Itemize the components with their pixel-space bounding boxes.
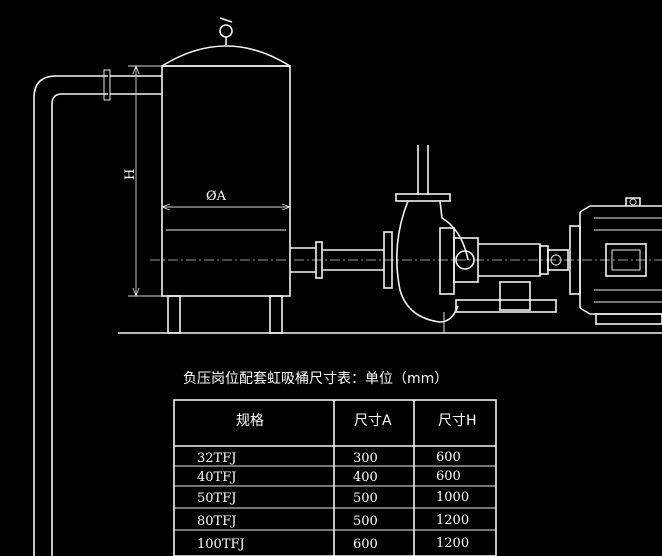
table-row-3-spec: 50TFJ	[197, 491, 236, 506]
tank-leg-right	[269, 295, 283, 334]
table-row-2-h: 600	[436, 469, 461, 484]
table-row-1-spec: 32TFJ	[197, 451, 236, 466]
lifting-lug	[219, 24, 233, 38]
table-title: 负压岗位配套虹吸桶尺寸表：单位（mm）	[183, 371, 448, 387]
table-header-size-h: 尺寸H	[438, 413, 477, 429]
table-row-1-h: 600	[436, 450, 461, 465]
table-row-2-spec: 40TFJ	[197, 470, 236, 485]
table-row-3-h: 1000	[436, 490, 469, 505]
table-row-4-spec: 80TFJ	[197, 514, 236, 529]
table-row-4-a: 500	[353, 514, 378, 529]
tank-leg-left	[167, 295, 181, 334]
suction-pipe	[33, 69, 162, 556]
dimension-h	[128, 64, 162, 298]
size-table	[173, 399, 497, 556]
table-row-3-a: 500	[353, 491, 378, 506]
table-row-2-a: 400	[353, 470, 378, 485]
table-row-5-h: 1200	[436, 536, 469, 551]
table-row-1-a: 300	[353, 451, 378, 466]
table-header-size-a: 尺寸A	[354, 413, 392, 429]
dimension-a	[160, 203, 292, 211]
outlet-pipe	[290, 231, 393, 289]
coupling	[539, 245, 569, 275]
centrifugal-pump	[395, 145, 557, 333]
dimension-h-label: H	[123, 169, 138, 180]
table-header-spec: 规格	[236, 413, 264, 429]
table-row-5-spec: 100TFJ	[197, 537, 245, 552]
siphon-tank	[161, 17, 291, 334]
table-row-4-h: 1200	[436, 513, 469, 528]
electric-motor	[569, 197, 662, 325]
dimension-a-label: ØA	[206, 189, 227, 204]
table-row-5-a: 600	[353, 537, 378, 552]
